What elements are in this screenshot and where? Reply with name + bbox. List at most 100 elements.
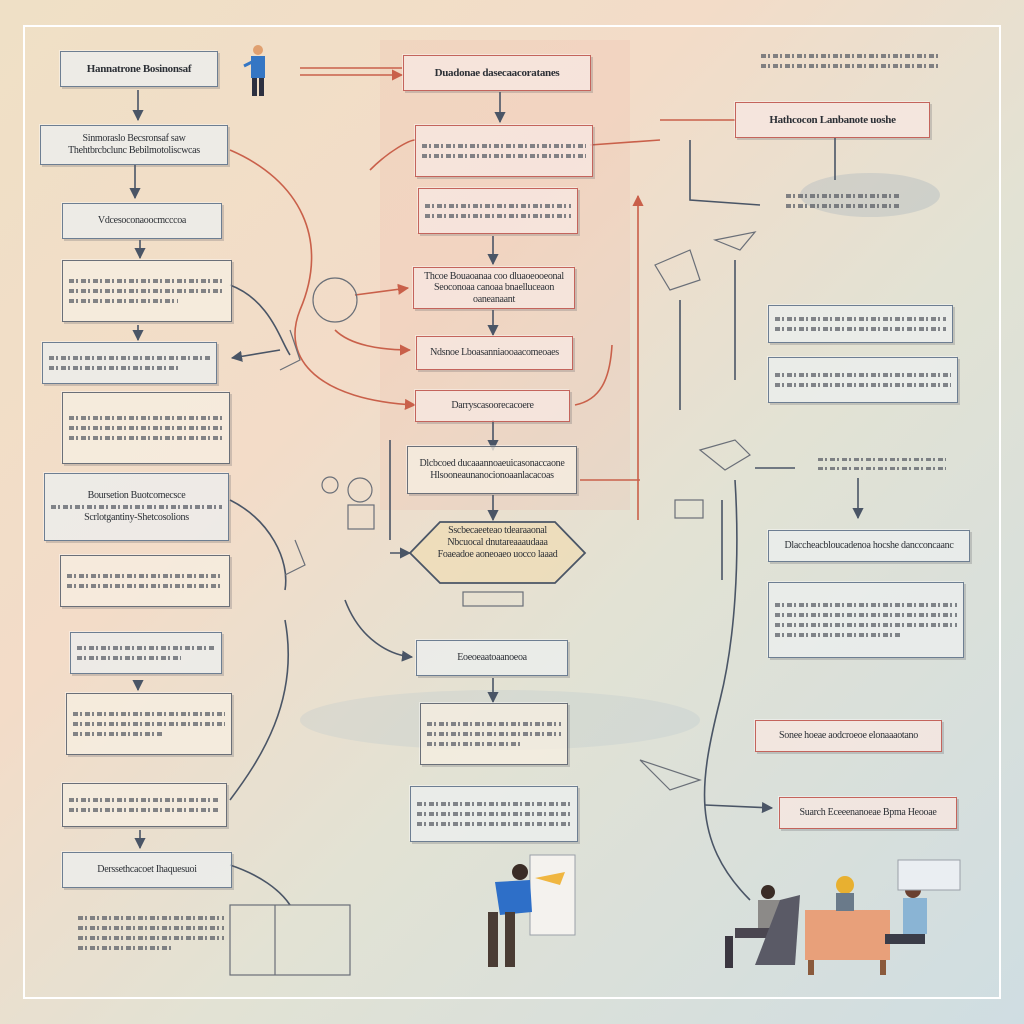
node-center-9-label: Eoeoeaatoaanoeoa	[457, 652, 527, 663]
scribble-line	[69, 436, 223, 440]
node-center-11-text-block	[410, 786, 578, 842]
scribble-line	[49, 356, 210, 360]
node-center-1-label: Duadonae dasecaacoratanes	[434, 67, 560, 79]
curve-right-long	[703, 479, 751, 901]
scribble-line	[422, 154, 586, 158]
scribble-line	[69, 426, 223, 430]
scribble-line	[67, 584, 223, 588]
scribble-line	[77, 656, 181, 660]
scribble-line	[78, 926, 224, 930]
pen-sketch	[712, 231, 757, 251]
node-right-3-text-block	[768, 305, 953, 343]
node-left-2-line-1: Sinmoraslo Becsronsaf saw	[82, 133, 186, 144]
gear-sketch-small-2	[321, 476, 339, 494]
scribble-line	[761, 54, 939, 58]
arrow-into-left-box	[230, 349, 281, 362]
node-right-3b-text-block	[768, 357, 958, 403]
person-bottom-center	[488, 854, 576, 967]
scribble-line	[427, 732, 561, 736]
node-right-5-text-block	[768, 582, 964, 658]
scribble-line	[69, 798, 220, 802]
diamond-line-3: Foaeadoe aoneoaeo uocco laaad	[437, 549, 558, 560]
node-right-note-top	[755, 45, 945, 77]
red-curve-small	[369, 139, 416, 171]
lamp-sketch	[698, 439, 751, 471]
node-center-7: Dlcbcoed ducaaannoaeuicasonaccaone Hlsoo…	[407, 446, 577, 494]
node-left-9-text-block	[70, 632, 222, 674]
small-sign-sketch	[462, 591, 524, 607]
node-right-1-label: Hathcocon Lanbanote uoshe	[769, 114, 896, 126]
node-center-1: Duadonae dasecaacoratanes	[403, 55, 591, 91]
scribble-line	[775, 633, 903, 637]
node-left-2: Sinmoraslo Becsronsaf saw Thehtbrcbclunc…	[40, 125, 228, 165]
scribble-line	[49, 366, 178, 370]
node-left-2-line-2: Thehtbrcbclunc Bebilmotoliscwcas	[68, 145, 200, 156]
node-right-note-mid	[812, 452, 952, 476]
node-center-4-line-2: Seoconoaa canoaa bnaelluceaon	[433, 282, 555, 294]
node-left-11-text-block	[62, 783, 227, 827]
node-right-2-text-block	[780, 186, 905, 216]
scribble-line	[73, 732, 165, 736]
line-top-right	[689, 140, 761, 206]
curve-left-a	[229, 284, 291, 356]
diamond-line-1: Sscbecaeeteao tdearaaonal	[448, 525, 547, 536]
scribble-line	[786, 204, 899, 208]
node-center-6: Darryscasoorecacoere	[415, 390, 570, 422]
scribble-line	[425, 214, 571, 218]
scribble-line	[775, 317, 946, 321]
node-left-7: Boursetion Buotcomecsce Scrlotgantiny-Sh…	[44, 473, 229, 541]
curve-to-c9	[344, 599, 414, 662]
node-center-10-text-block	[420, 703, 568, 765]
node-center-7-line-1: Dlcbcoed ducaaannoaeuicasonaccaone	[419, 458, 565, 469]
node-right-7-label: Suarch Eceeenanoeae Bpma Heooae	[799, 807, 937, 818]
curve-left-c	[229, 619, 290, 801]
curve-left-b	[229, 499, 287, 591]
node-left-7-line-1: Boursetion Buotcomecsce	[87, 490, 186, 501]
node-left-13-label: Derssethcacoet Ihaquesuoi	[97, 864, 197, 875]
scribble-line	[775, 603, 957, 607]
scribble-line	[78, 936, 224, 940]
scribble-line	[427, 722, 561, 726]
scribble-line	[775, 373, 951, 377]
scribble-line	[69, 808, 220, 812]
node-left-1-label: Hannatrone Bosinonsaf	[86, 63, 192, 75]
node-left-8-text-block	[60, 555, 230, 607]
node-center-4-line-1: Thcoe Bouaoanaa coo dluaoeooeonal	[424, 271, 564, 282]
node-center-6-label: Darryscasoorecacoere	[451, 400, 534, 411]
node-center-5-label: Ndsnoe Lboasanniaooaacomeoaes	[430, 347, 559, 358]
node-center-3-text-block	[418, 188, 578, 234]
scribble-line	[422, 144, 586, 148]
white-frame-border	[23, 25, 1001, 999]
scribble-line	[761, 64, 939, 68]
scribble-line	[51, 505, 222, 509]
scribble-line	[77, 646, 215, 650]
arrow-to-r7	[704, 801, 774, 814]
scribble-line	[69, 279, 225, 283]
scribble-line	[73, 712, 225, 716]
scribble-line	[786, 194, 899, 198]
scribble-line	[775, 623, 957, 627]
scribble-line	[818, 458, 946, 461]
building-sketch	[347, 504, 375, 530]
node-center-5: Ndsnoe Lboasanniaooaacomeoaes	[416, 336, 573, 370]
node-center-4-line-3: oaneanaant	[473, 293, 515, 305]
scribble-line	[425, 204, 571, 208]
scribble-line	[775, 613, 957, 617]
node-center-4: Thcoe Bouaoanaa coo dluaoeooeonal Seocon…	[413, 267, 575, 309]
scribble-line	[69, 299, 179, 303]
gear-sketch-left	[312, 277, 358, 323]
red-top-right	[589, 139, 661, 146]
node-left-1: Hannatrone Bosinonsaf	[60, 51, 218, 87]
bird-sketch	[654, 249, 701, 291]
scribble-line	[417, 812, 571, 816]
node-left-14-text-block	[72, 895, 230, 971]
scribble-line	[427, 742, 521, 746]
desk-scene-right	[805, 859, 961, 975]
node-center-9: Eoeoeaatoaanoeoa	[416, 640, 568, 676]
scribble-line	[78, 946, 173, 950]
node-right-6-label: Sonee hoeae aodcroeoe elonaaaotano	[779, 730, 918, 741]
red-right-link	[574, 344, 613, 406]
red-curve-big	[229, 149, 417, 411]
node-left-5-text-block	[42, 342, 217, 384]
node-right-6: Sonee hoeae aodcroeoe elonaaaotano	[755, 720, 942, 752]
